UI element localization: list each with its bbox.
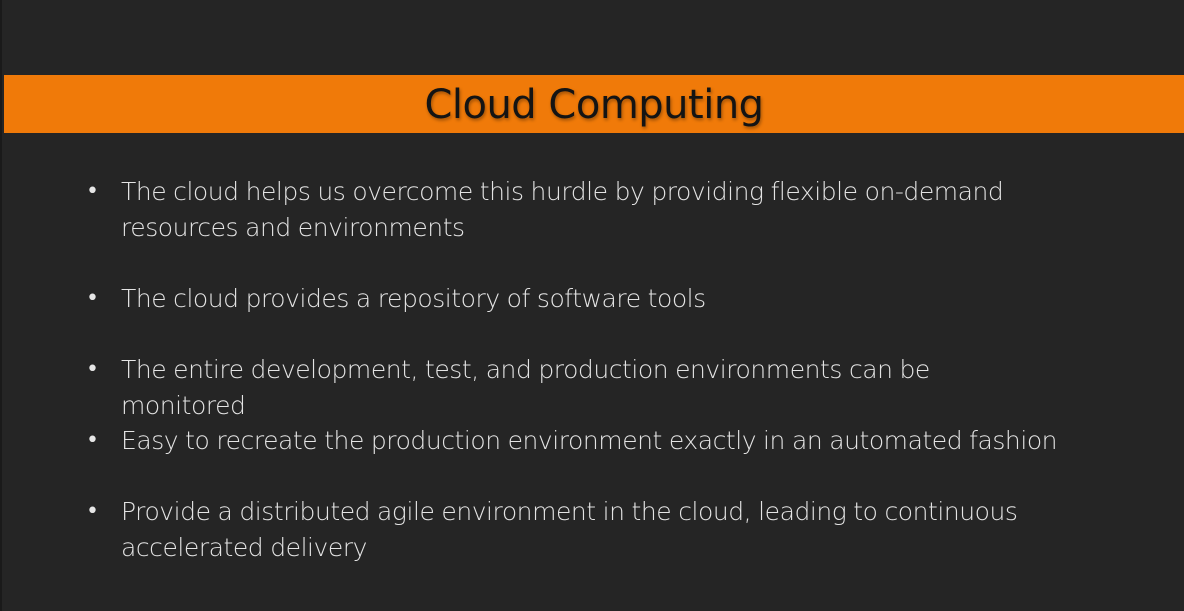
- bullet-item: • The cloud provides a repository of sof…: [86, 281, 1086, 317]
- bullet-marker: •: [86, 357, 99, 382]
- bullet-item: • Easy to recreate the production enviro…: [86, 423, 1086, 459]
- bullet-text: The cloud helps us overcome this hurdle …: [121, 177, 1004, 242]
- bullet-item: • The entire development, test, and prod…: [86, 352, 1086, 424]
- bullet-marker: •: [86, 499, 99, 524]
- bullet-item: • Provide a distributed agile environmen…: [86, 494, 1086, 566]
- bullet-marker: •: [86, 179, 99, 204]
- bullet-text: The entire development, test, and produc…: [121, 355, 930, 420]
- bullet-item: • The cloud helps us overcome this hurdl…: [86, 174, 1086, 246]
- slide-left-edge: [0, 0, 2, 611]
- bullet-text: The cloud provides a repository of softw…: [121, 284, 706, 313]
- bullet-marker: •: [86, 428, 99, 453]
- slide-title: Cloud Computing: [424, 82, 764, 128]
- bullet-marker: •: [86, 286, 99, 311]
- bullet-text: Easy to recreate the production environm…: [121, 426, 1058, 455]
- title-banner: Cloud Computing: [4, 75, 1184, 133]
- bullet-text: Provide a distributed agile environment …: [121, 497, 1018, 562]
